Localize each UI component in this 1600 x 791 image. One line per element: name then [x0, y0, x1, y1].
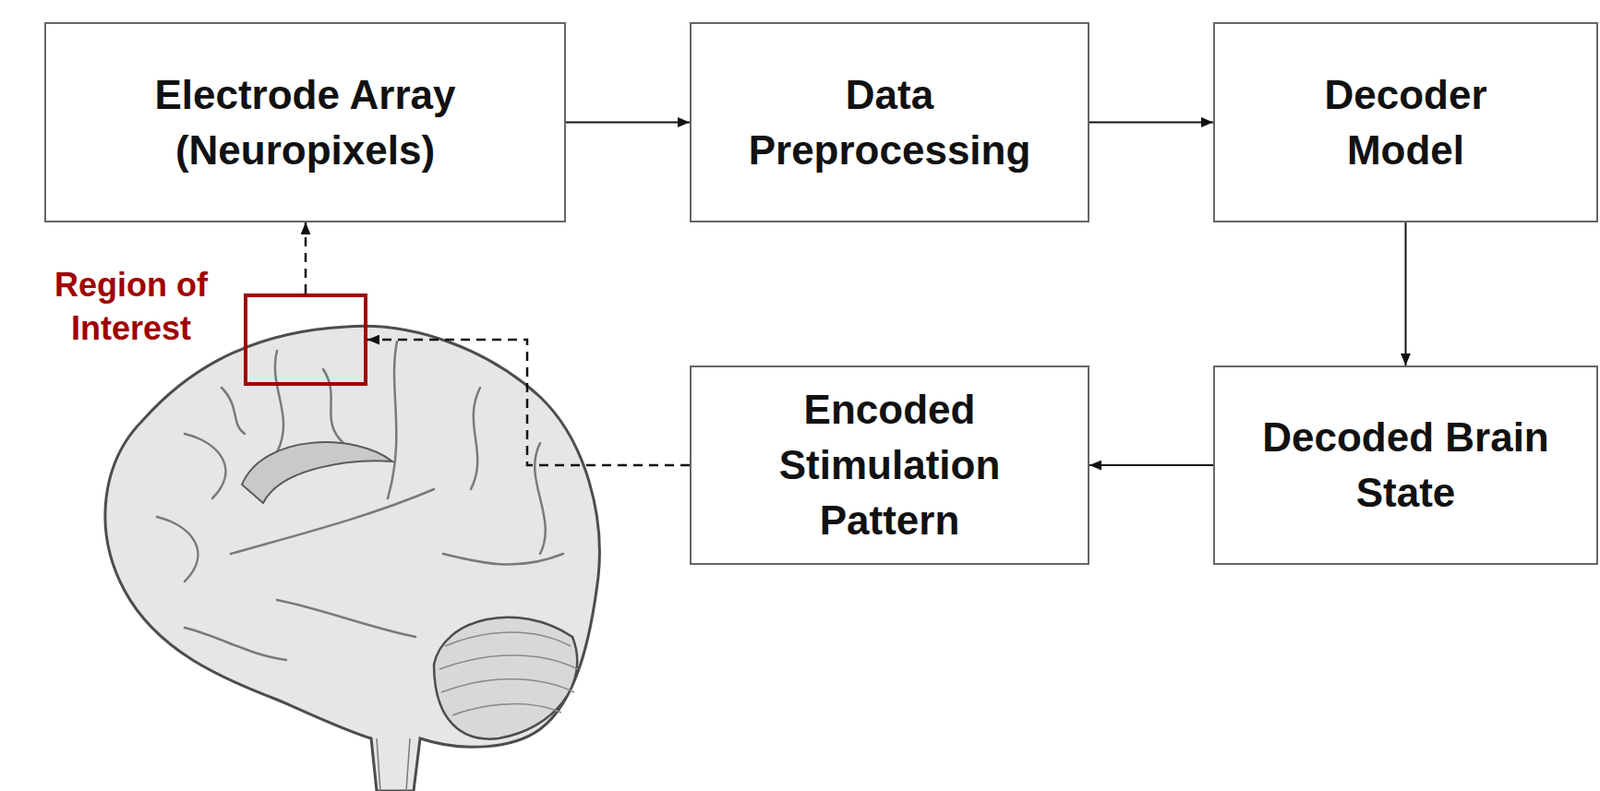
- cerebellum: [433, 617, 578, 740]
- process-box: Encoded Stimulation Pattern: [689, 365, 1090, 566]
- sulcus-line: [221, 387, 245, 434]
- sulcus-line: [276, 600, 416, 638]
- corpus-callosum: [241, 442, 393, 504]
- dashed-arrow: [367, 339, 690, 466]
- process-box: Electrode Array (Neuropixels): [44, 22, 566, 223]
- sulcus-line: [443, 553, 564, 566]
- folia-line: [439, 655, 578, 670]
- cerebellum-folia: [439, 632, 578, 716]
- process-box: Decoder Model: [1213, 22, 1599, 223]
- box-label: Decoded Brain State: [1226, 409, 1587, 521]
- sulcus-line: [184, 627, 287, 661]
- process-box: Data Preprocessing: [689, 22, 1090, 223]
- dashed-arrow: [304, 222, 308, 294]
- folia-line: [452, 704, 562, 716]
- central-sulcus: [387, 341, 397, 499]
- region-label: Region of Interest: [26, 264, 236, 351]
- sulcus-line: [275, 350, 284, 453]
- flow-arrow: [565, 121, 690, 124]
- sulcus-line: [323, 369, 344, 444]
- brain-outline: [105, 325, 600, 791]
- brainstem-line: [376, 738, 410, 791]
- sulcus-line: [470, 387, 481, 490]
- sulcus-line: [534, 443, 546, 554]
- folia-line: [441, 679, 575, 693]
- folia-line: [445, 632, 571, 647]
- box-label: Electrode Array (Neuropixels): [88, 67, 523, 179]
- region-of-interest: Region of Interest: [243, 293, 368, 386]
- process-box: Decoded Brain State: [1213, 365, 1599, 566]
- flow-arrow: [1405, 222, 1408, 366]
- sulcus-line: [184, 433, 226, 499]
- box-label: Data Preprocessing: [714, 67, 1066, 179]
- brain-gyri: [156, 341, 564, 661]
- flow-arrow: [1089, 464, 1214, 467]
- sulcus-line: [156, 517, 198, 582]
- box-label: Decoder Model: [1276, 67, 1536, 179]
- box-label: Encoded Stimulation Pattern: [723, 382, 1057, 548]
- flow-arrow: [1089, 121, 1214, 124]
